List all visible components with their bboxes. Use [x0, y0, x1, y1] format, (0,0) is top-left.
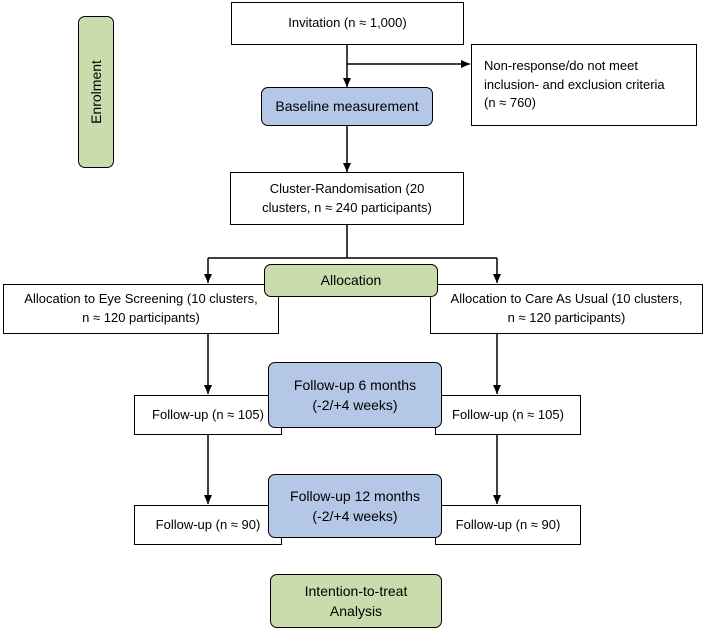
followup-6-months-box: Follow-up 6 months (-2/+4 weeks) — [268, 362, 442, 428]
allocation-box: Allocation — [264, 264, 438, 297]
followup-12-months-box: Follow-up 12 months (-2/+4 weeks) — [268, 474, 442, 538]
allocation-care-as-usual-box: Allocation to Care As Usual (10 clusters… — [430, 284, 703, 334]
followup-12-left-box: Follow-up (n ≈ 90) — [134, 505, 282, 545]
cluster-randomisation-box: Cluster-Randomisation (20 clusters, n ≈ … — [230, 172, 464, 225]
followup-6-right-box: Follow-up (n ≈ 105) — [435, 395, 581, 435]
enrolment-phase-label: Enrolment — [78, 16, 114, 168]
enrolment-label-text: Enrolment — [88, 60, 104, 124]
intention-to-treat-analysis-box: Intention-to-treat Analysis — [270, 574, 442, 628]
non-response-box: Non-response/do not meet inclusion- and … — [471, 44, 697, 126]
followup-12-right-box: Follow-up (n ≈ 90) — [435, 505, 581, 545]
allocation-eye-screening-box: Allocation to Eye Screening (10 clusters… — [3, 284, 279, 334]
invitation-box: Invitation (n ≈ 1,000) — [231, 2, 464, 45]
baseline-measurement-box: Baseline measurement — [261, 87, 433, 126]
followup-6-left-box: Follow-up (n ≈ 105) — [134, 395, 282, 435]
